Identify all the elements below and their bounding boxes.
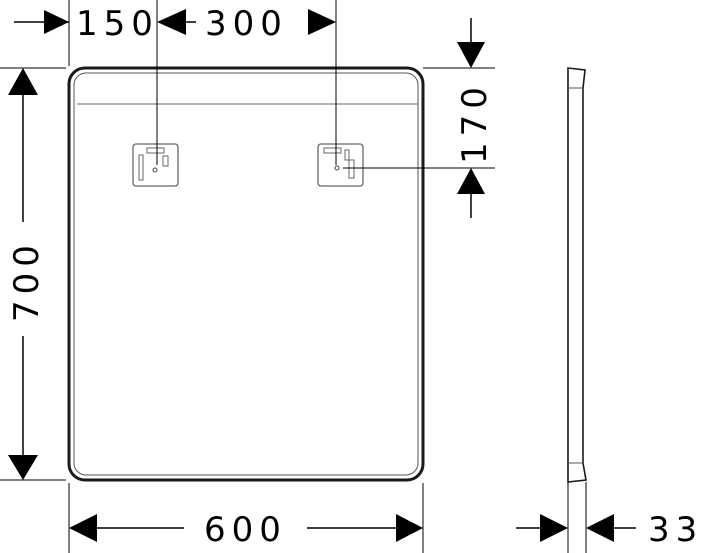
bracket-left-outline xyxy=(132,143,179,187)
dimension-label-170: 170 xyxy=(455,81,495,164)
dimension-label-700: 700 xyxy=(7,239,47,322)
dimension-width: 600 xyxy=(68,483,424,553)
arrow-right-icon xyxy=(396,514,423,542)
arrow-down-icon xyxy=(457,42,485,68)
dimension-label-150: 150 xyxy=(76,4,159,44)
arrow-left-icon xyxy=(69,514,97,542)
mounting-bracket-right xyxy=(317,143,364,187)
mirror-side-view xyxy=(567,67,587,553)
dimension-bracket-drop: 170 xyxy=(343,18,495,218)
dimension-label-300: 300 xyxy=(205,4,288,44)
dimension-label-33: 33 xyxy=(648,510,703,550)
dimension-height: 700 xyxy=(0,67,66,481)
mirror-outer-frame xyxy=(67,66,425,482)
arrow-right-icon xyxy=(44,10,69,34)
mirror-front-view xyxy=(67,66,425,482)
arrow-up-icon xyxy=(457,168,485,194)
bracket-left-hole xyxy=(152,167,158,173)
dimension-label-600: 600 xyxy=(204,510,287,550)
arrow-left-icon xyxy=(157,9,186,35)
bracket-right-outline xyxy=(317,143,364,187)
side-profile-outline xyxy=(567,67,587,483)
arrow-right-icon xyxy=(540,514,568,542)
mirror-inner-frame xyxy=(73,72,419,476)
arrow-up-icon xyxy=(8,68,38,95)
arrow-right-icon xyxy=(308,9,336,35)
dimension-bracket-spacing: 150 300 xyxy=(14,0,337,165)
dimension-depth: 33 xyxy=(516,510,703,550)
arrow-left-icon xyxy=(586,514,614,542)
mounting-bracket-left xyxy=(132,143,179,187)
bracket-right-hole xyxy=(334,165,340,171)
arrow-down-icon xyxy=(8,455,38,480)
